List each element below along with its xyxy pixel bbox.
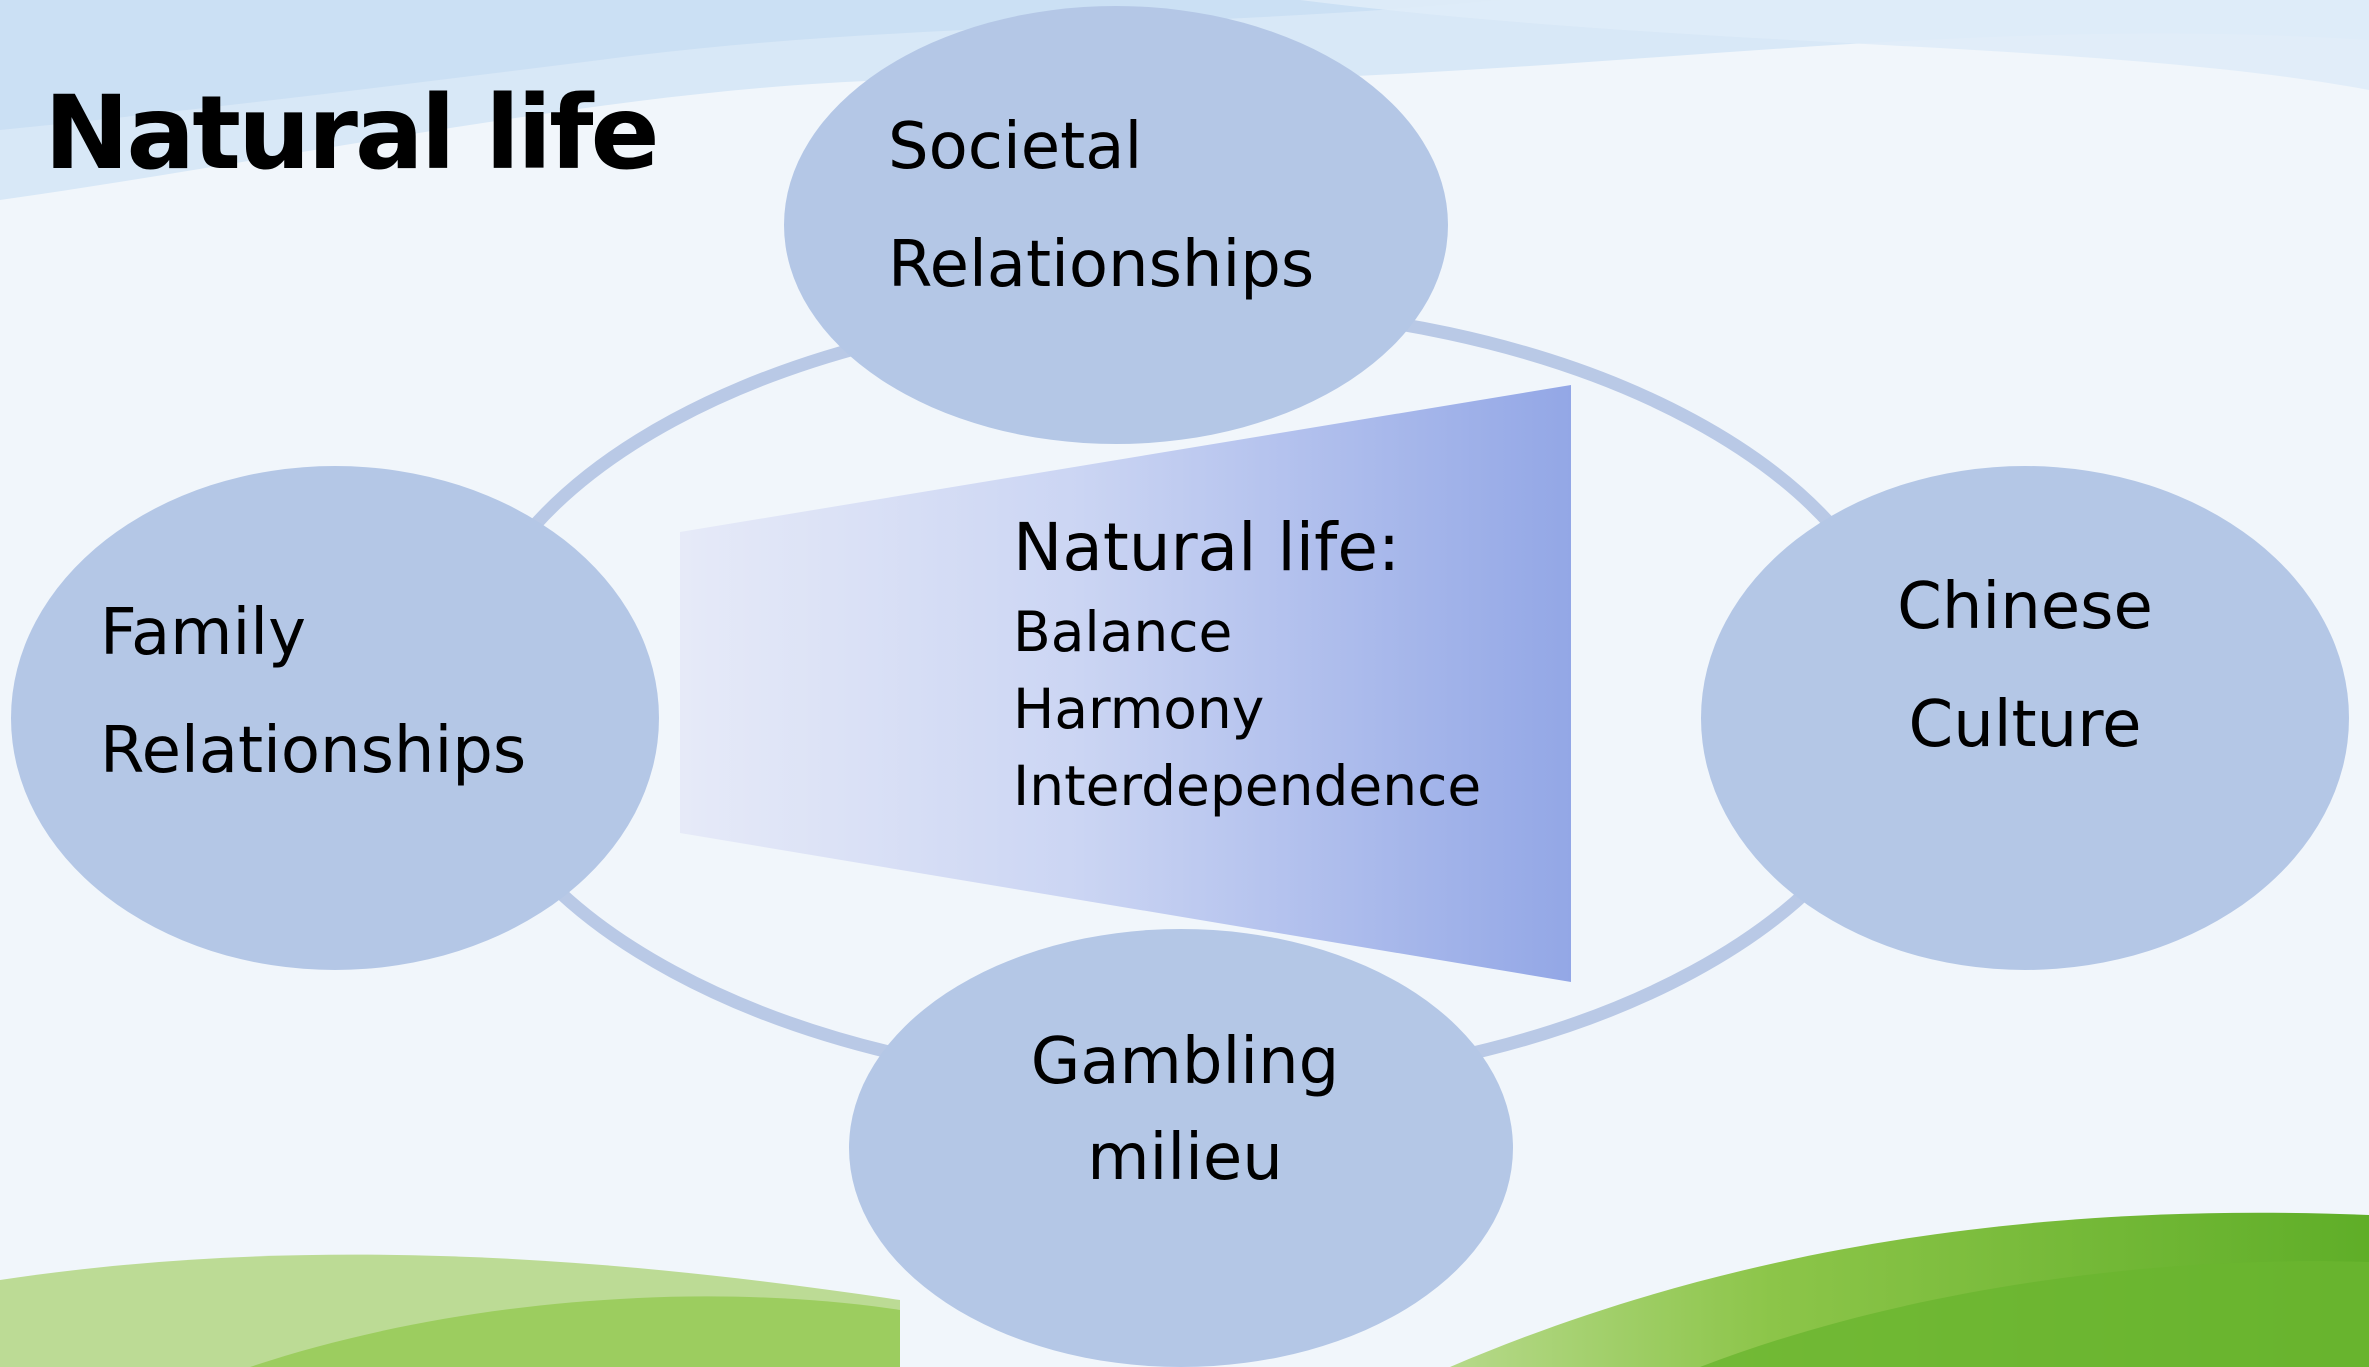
node-label-line: Relationships — [100, 714, 527, 788]
center-list: Balance Harmony Interdependence — [1013, 594, 1481, 825]
grass-hills — [0, 1212, 2369, 1367]
node-label-line: Relationships — [888, 228, 1315, 302]
center-trapezoid — [680, 385, 1571, 982]
center-heading: Natural life: — [1013, 509, 1401, 586]
node-label-chinese-culture: Chinese Culture — [1860, 548, 2190, 784]
node-societal-relationships — [784, 6, 1448, 444]
node-gambling-milieu — [849, 929, 1513, 1367]
node-label-family: Family Relationships — [100, 574, 526, 810]
slide-title: Natural life — [44, 74, 660, 193]
node-label-line: Family — [100, 596, 306, 670]
node-label-line: Societal — [888, 110, 1143, 184]
node-label-line: Gambling — [1030, 1025, 1340, 1099]
center-list-item: Interdependence — [1013, 754, 1482, 818]
node-label-line: Culture — [1908, 688, 2142, 762]
node-label-societal: Societal Relationships — [888, 88, 1314, 324]
center-list-item: Harmony — [1013, 677, 1265, 741]
node-label-gambling-milieu: Gambling milieu — [1000, 1014, 1370, 1206]
node-family-relationships — [11, 466, 659, 970]
node-chinese-culture — [1701, 466, 2349, 970]
node-label-line: Chinese — [1897, 570, 2153, 644]
sky-waves — [0, 0, 2369, 200]
node-label-line: milieu — [1087, 1121, 1283, 1195]
center-list-item: Balance — [1013, 600, 1233, 664]
